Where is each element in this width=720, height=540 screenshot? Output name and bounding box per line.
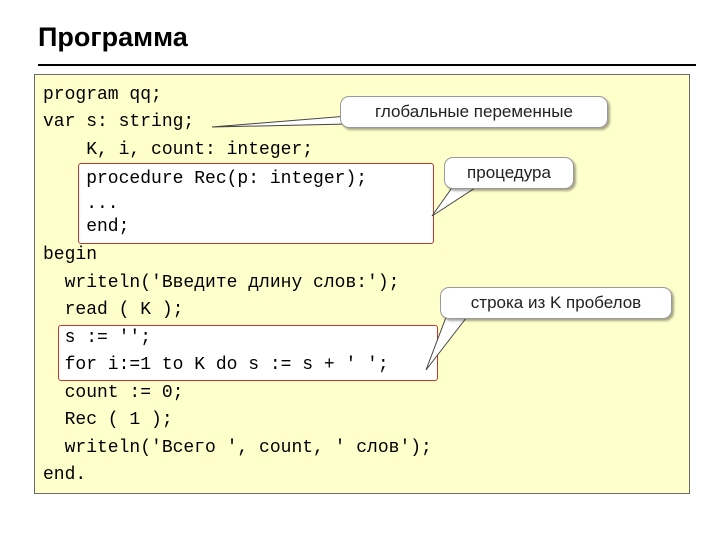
- code-line-10: s := '';: [43, 328, 152, 348]
- spaces-string-pointer: [425, 311, 471, 371]
- code-line-13: Rec ( 1 );: [43, 410, 173, 430]
- global-vars-pointer: [211, 115, 349, 128]
- code-line-6: end;: [43, 217, 130, 237]
- global-vars-callout: глобальные переменные: [340, 96, 608, 128]
- code-line-5: ...: [43, 194, 119, 214]
- procedure-callout: процедура: [444, 157, 574, 189]
- code-line-15: end.: [43, 465, 87, 485]
- code-line-7: begin: [43, 245, 98, 265]
- title-divider: [38, 64, 696, 66]
- code-listing-panel: [34, 74, 690, 494]
- code-line-1: program qq;: [43, 85, 162, 105]
- code-line-9: read ( K );: [43, 300, 184, 320]
- slide-title: Программа: [38, 22, 188, 52]
- code-line-14: writeln('Всего ', count, ' слов');: [43, 438, 432, 458]
- code-line-4: procedure Rec(p: integer);: [43, 169, 368, 189]
- code-line-2: var s: string;: [43, 112, 195, 132]
- code-line-3: K, i, count: integer;: [43, 140, 314, 160]
- code-line-11: for i:=1 to K do s := s + ' ';: [43, 355, 389, 375]
- procedure-highlight-box: [78, 163, 434, 244]
- code-line-12: count := 0;: [43, 383, 184, 403]
- code-line-8: writeln('Введите длину слов:');: [43, 273, 400, 293]
- spaces-string-highlight-box: [58, 325, 438, 381]
- spaces-string-callout: строка из K пробелов: [440, 287, 672, 319]
